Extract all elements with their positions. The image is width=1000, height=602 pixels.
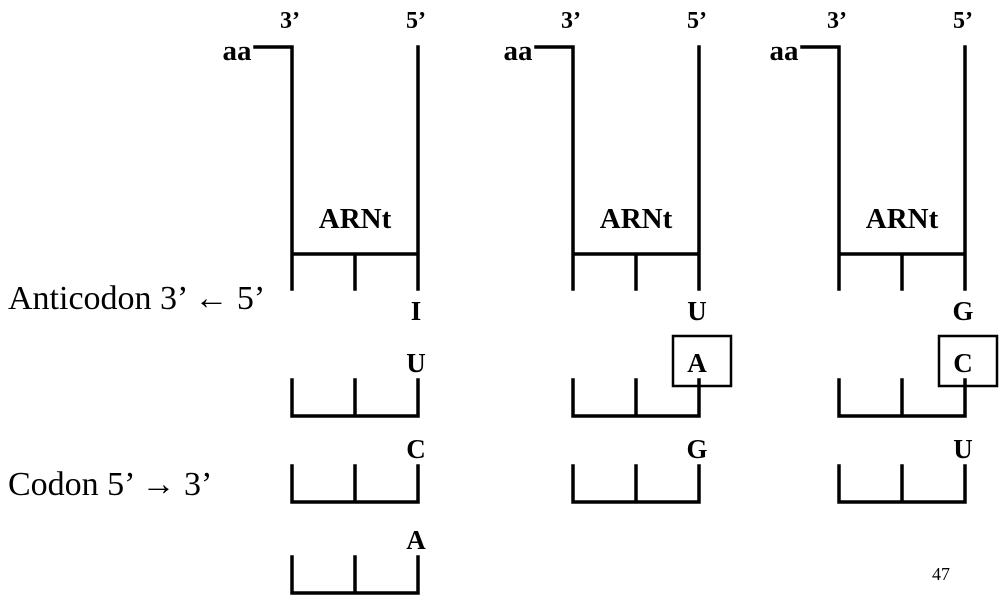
codon-base: C xyxy=(406,434,426,464)
highlight-box xyxy=(937,334,999,388)
codon-bracket xyxy=(290,378,420,418)
codon-row: A xyxy=(290,525,426,595)
end-5-label: 5’ xyxy=(953,8,973,34)
highlight-box xyxy=(671,334,733,388)
trna-body xyxy=(800,45,967,291)
aa-label: aa xyxy=(223,35,253,67)
codon-row: G xyxy=(571,434,708,504)
codon-base: A xyxy=(687,348,707,378)
codon-base: A xyxy=(406,525,426,555)
codon-base: U xyxy=(406,348,426,378)
codon-row: A xyxy=(571,334,733,418)
anticodon-label: Anticodon 3’ ← 5’ xyxy=(8,280,265,317)
codon-label: Codon 5’ → 3’ xyxy=(8,466,212,503)
codon-base: G xyxy=(686,434,707,464)
end-5-label: 5’ xyxy=(406,8,426,34)
trna-name-label: ARNt xyxy=(600,203,673,235)
end-3-label: 3’ xyxy=(827,8,847,34)
end-3-label: 3’ xyxy=(561,8,581,34)
wobble-base: G xyxy=(952,296,973,326)
trna-body xyxy=(253,45,420,291)
trna-name-label: ARNt xyxy=(319,203,392,235)
codon-bracket xyxy=(837,464,967,504)
page-number: 47 xyxy=(932,564,950,584)
codon-bracket xyxy=(290,464,420,504)
trna-name-label: ARNt xyxy=(866,203,939,235)
codon-row: C xyxy=(290,434,426,504)
codon-row: C xyxy=(837,334,999,418)
codon-bracket xyxy=(290,555,420,595)
wobble-base: U xyxy=(687,296,707,326)
aa-label: aa xyxy=(770,35,800,67)
codon-row: U xyxy=(290,348,426,418)
trna-body xyxy=(534,45,701,291)
wobble-base: I xyxy=(411,296,422,326)
end-5-label: 5’ xyxy=(687,8,707,34)
codon-base: U xyxy=(953,434,973,464)
codon-bracket xyxy=(837,378,967,418)
codon-base: C xyxy=(953,348,973,378)
codon-bracket xyxy=(571,464,701,504)
end-3-label: 3’ xyxy=(280,8,300,34)
aa-label: aa xyxy=(504,35,534,67)
codon-bracket xyxy=(571,378,701,418)
codon-row: U xyxy=(837,434,973,504)
